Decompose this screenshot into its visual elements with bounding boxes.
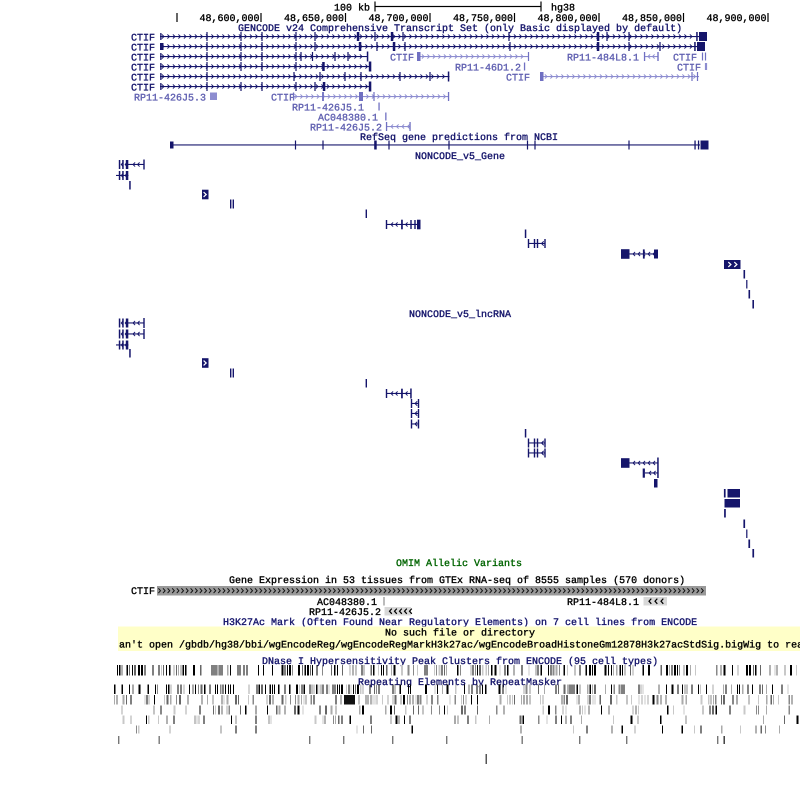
svg-text:CTIF: CTIF (390, 54, 414, 65)
svg-text:48,750,000: 48,750,000 (453, 14, 513, 25)
svg-text:NONCODE_v5_Gene: NONCODE_v5_Gene (415, 152, 505, 163)
svg-text:RefSeq gene predictions from N: RefSeq gene predictions from NCBI (360, 132, 558, 144)
svg-text:GENCODE v24 Comprehensive Tran: GENCODE v24 Comprehensive Transcript Set… (238, 23, 682, 35)
svg-text:48,800,000: 48,800,000 (537, 14, 597, 25)
svg-text:AC048380.1: AC048380.1 (317, 598, 377, 609)
svg-text:an't open /gbdb/hg38/bbi/wgEnc: an't open /gbdb/hg38/bbi/wgEncodeReg/wgE… (119, 640, 800, 652)
svg-text:RP11-484L8.1: RP11-484L8.1 (567, 598, 639, 609)
svg-text:48,850,000: 48,850,000 (622, 14, 682, 25)
svg-text:RP11-426J5.2: RP11-426J5.2 (309, 608, 381, 619)
svg-text:hg38: hg38 (551, 3, 575, 15)
svg-text:Repeating Elements by RepeatMa: Repeating Elements by RepeatMasker (358, 677, 562, 689)
svg-text:RP11-426J5.3: RP11-426J5.3 (134, 94, 206, 105)
svg-text:48,700,000: 48,700,000 (368, 14, 428, 25)
svg-text:CTIF: CTIF (131, 34, 155, 45)
svg-text:48,650,000: 48,650,000 (284, 14, 344, 25)
svg-text:CTIF: CTIF (673, 54, 697, 65)
svg-text:48,600,000: 48,600,000 (199, 14, 259, 25)
svg-text:No such file or directory: No such file or directory (385, 628, 535, 640)
svg-text:H3K27Ac Mark (Often Found Near: H3K27Ac Mark (Often Found Near Regulator… (223, 617, 697, 629)
svg-text:CTIF: CTIF (131, 64, 155, 75)
svg-text:Gene Expression in 53 tissues: Gene Expression in 53 tissues from GTEx … (229, 575, 685, 587)
svg-text:CTIF: CTIF (131, 54, 155, 65)
svg-text:CTIF: CTIF (506, 74, 530, 85)
svg-text:48,900,000: 48,900,000 (706, 14, 766, 25)
svg-text:RP11-426J5.2: RP11-426J5.2 (310, 124, 382, 135)
svg-text:CTIF: CTIF (131, 587, 155, 598)
svg-text:CTIF: CTIF (131, 44, 155, 55)
svg-text:100 kb: 100 kb (334, 3, 370, 15)
svg-text:RP11-484L8.1: RP11-484L8.1 (567, 54, 639, 65)
svg-text:CTIF: CTIF (271, 94, 295, 105)
svg-text:NONCODE_v5_lncRNA: NONCODE_v5_lncRNA (409, 309, 511, 321)
svg-text:CTIF: CTIF (677, 64, 701, 75)
svg-text:OMIM Allelic Variants: OMIM Allelic Variants (396, 558, 522, 570)
svg-text:CTIF: CTIF (131, 74, 155, 85)
svg-text:CTIF: CTIF (131, 84, 155, 95)
svg-text:RP11-46D1.2: RP11-46D1.2 (455, 64, 521, 75)
svg-text:AC048380.1: AC048380.1 (318, 114, 378, 125)
svg-text:RP11-426J5.1: RP11-426J5.1 (292, 104, 364, 115)
